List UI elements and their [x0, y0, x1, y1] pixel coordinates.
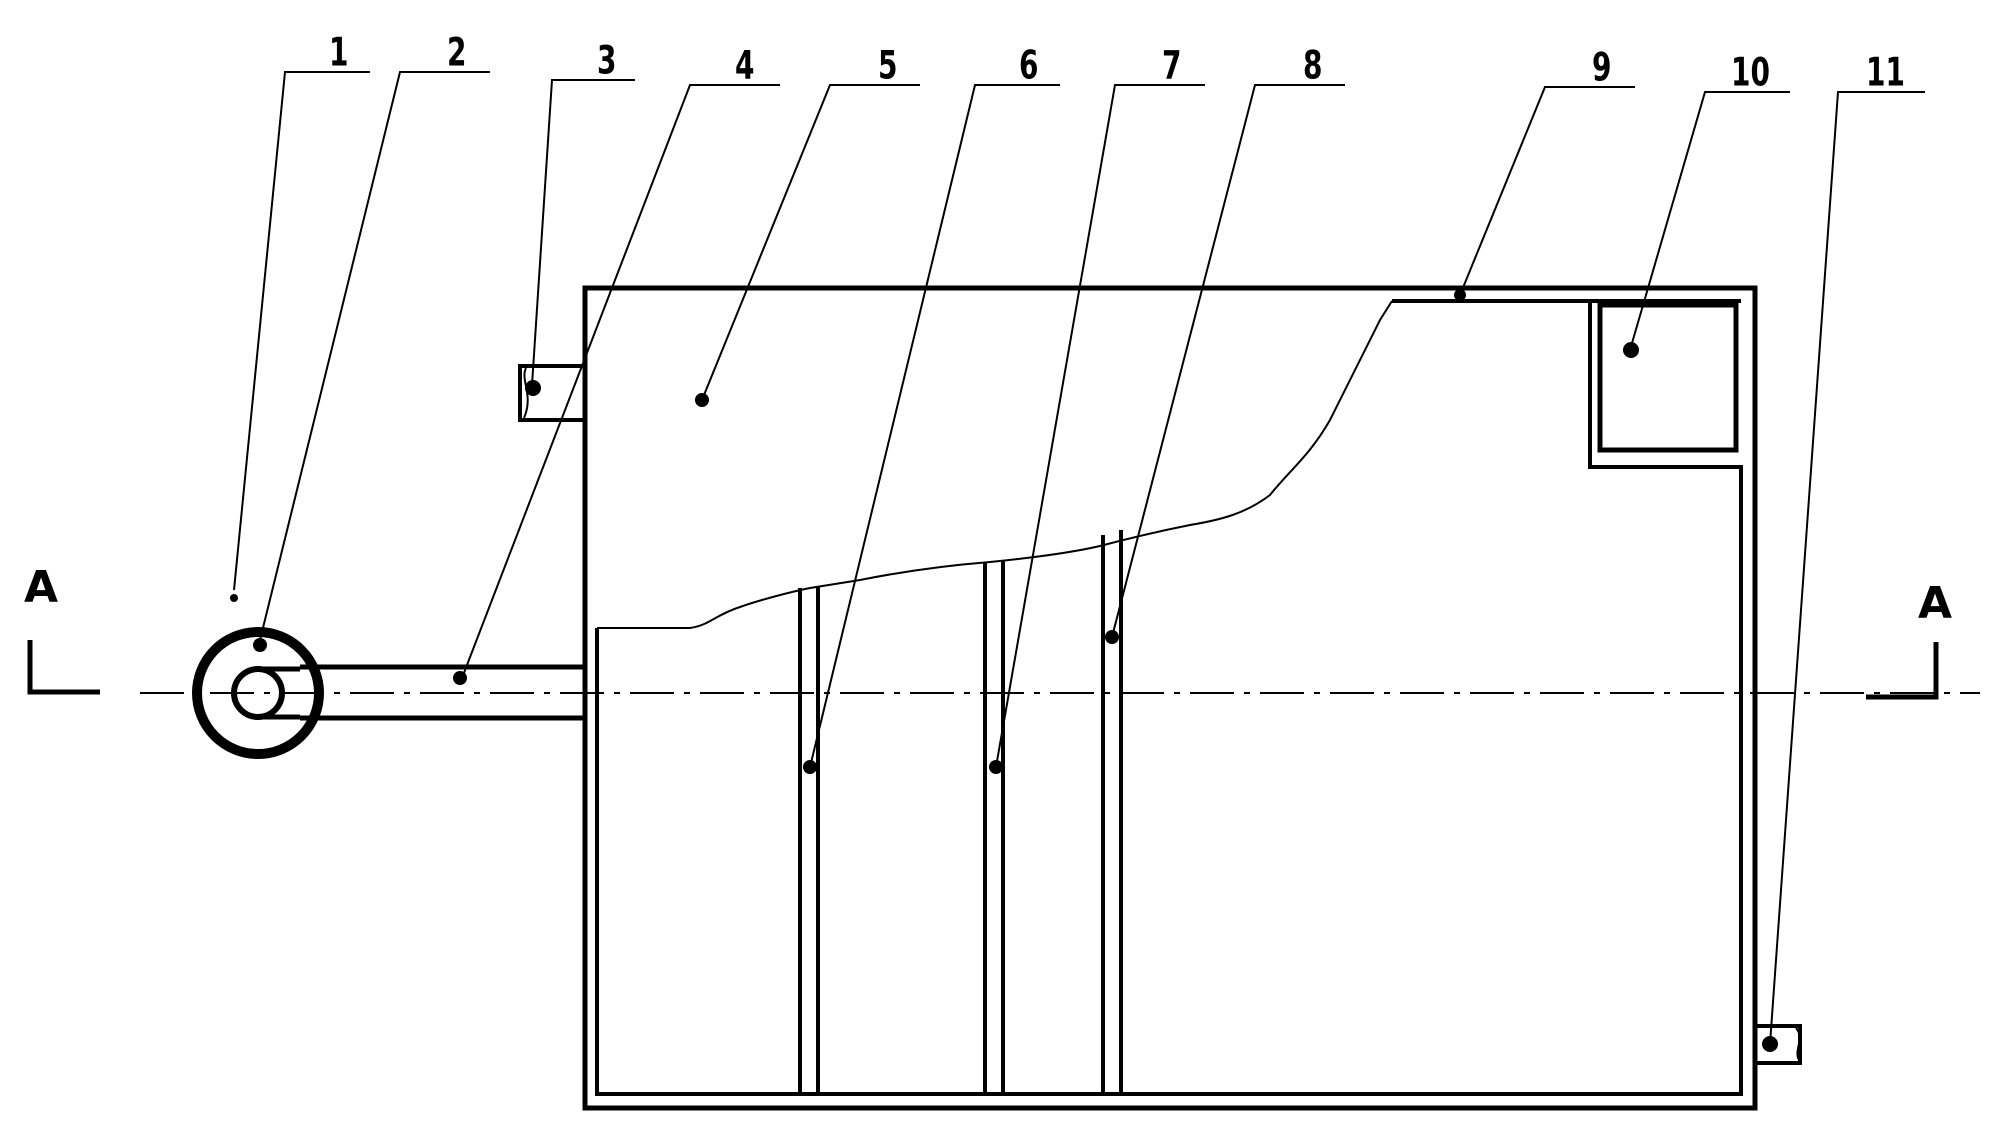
leader-lines — [233, 71, 1925, 1045]
baffle-3 — [1101, 530, 1123, 1094]
callout-6: 6 — [1019, 43, 1038, 89]
callout-5: 5 — [878, 43, 897, 89]
break-line — [597, 300, 1393, 629]
section-marker-left: A — [24, 562, 100, 695]
corner-chamber — [1597, 302, 1739, 453]
callout-2: 2 — [447, 30, 466, 76]
callout-11: 11 — [1866, 50, 1905, 96]
callout-labels: 1 2 3 4 5 6 7 8 9 10 11 — [329, 30, 1905, 96]
callout-8: 8 — [1303, 43, 1322, 89]
outlet-nozzle — [1755, 1024, 1802, 1065]
baffle-1 — [798, 586, 820, 1094]
callout-1: 1 — [329, 30, 348, 76]
inlet-pipe — [300, 664, 585, 721]
callout-7: 7 — [1162, 43, 1181, 89]
callout-9: 9 — [1592, 45, 1611, 91]
callout-10: 10 — [1731, 50, 1770, 96]
tank-body — [582, 285, 1758, 1111]
section-marker-right: A — [1866, 578, 1952, 700]
leader-dots — [230, 289, 1778, 1052]
callout-3: 3 — [597, 38, 616, 84]
section-label-left: A — [24, 562, 58, 613]
callout-4: 4 — [735, 43, 754, 89]
baffle-2 — [983, 560, 1005, 1094]
section-label-right: A — [1918, 578, 1952, 629]
